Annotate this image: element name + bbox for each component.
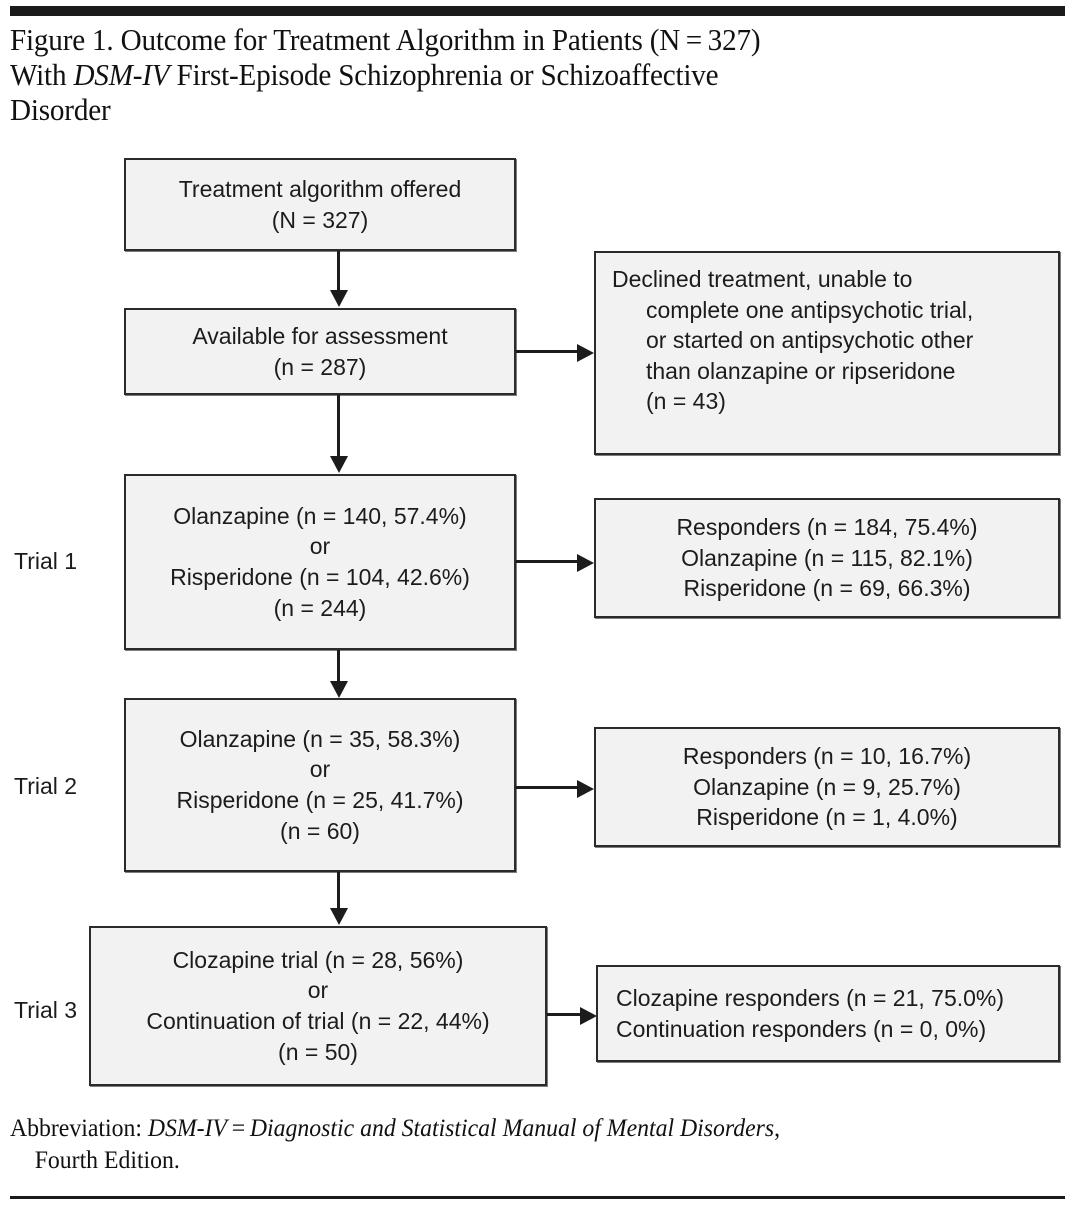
node-trial3-line-2: or [307,977,329,1004]
footnote-abbrev-term: DSM-IV [147,1115,228,1142]
bottom-divider-rule [10,1196,1065,1199]
node-declined-line-3: or started on antipsychotic other [646,327,974,354]
footnote-abbrev-equals: = [227,1115,250,1142]
connector-trial2-to-responders-line [516,786,578,789]
node-available-line-1: Available for assessment [192,322,448,349]
node-trial1-responders-line-2: Olanzapine (n = 115, 82.1%) [681,544,973,571]
connector-trial1-to-responders-arrowhead [577,554,594,572]
connector-available-to-trial1-line [337,395,340,457]
node-trial1-responders-line-1: Responders (n = 184, 75.4%) [676,514,978,541]
node-trial2-line-1: Olanzapine (n = 35, 58.3%) [179,725,461,752]
connector-trial2-to-responders-arrowhead [577,780,594,798]
node-trial2-responders-line-2: Olanzapine (n = 9, 25.7%) [693,773,961,800]
node-trial3-line-3: Continuation of trial (n = 22, 44%) [146,1008,490,1034]
figure-title-line-2-prefix: With [10,57,74,93]
node-trial1-line-2: or [309,533,331,560]
node-offered-line-2: (N = 327) [271,206,369,233]
node-trial3-treatment: Clozapine trial (n = 28, 56%) or Continu… [89,926,547,1086]
node-trial2-responders-line-1: Responders (n = 10, 16.7%) [682,743,972,770]
figure-title-line-3: Disorder [10,92,111,128]
node-declined-treatment: Declined treatment, unable to complete o… [594,251,1060,455]
node-trial1-responders: Responders (n = 184, 75.4%) Olanzapine (… [594,498,1060,618]
node-trial3-responders-line-2: Continuation responders (n = 0, 0%) [616,1015,987,1042]
top-divider-rule [10,6,1065,16]
node-trial1-line-4: (n = 244) [273,594,367,621]
node-declined-line-5: (n = 43) [646,388,726,415]
trial-2-label: Trial 2 [14,773,78,799]
node-trial1-treatment: Olanzapine (n = 140, 57.4%) or Risperido… [124,474,516,650]
node-trial3-line-4: (n = 50) [278,1038,358,1065]
node-trial3-responders-line-1: Clozapine responders (n = 21, 75.0%) [616,984,1005,1011]
node-trial2-line-3: Risperidone (n = 25, 41.7%) [176,787,464,813]
node-trial1-line-1: Olanzapine (n = 140, 57.4%) [173,502,467,529]
figure-title-line-2-suffix: First-Episode Schizophrenia or Schizoaff… [169,57,719,93]
node-declined-line-4: than olanzapine or ripseridone [646,357,956,384]
footnote-abbrev-prefix: Abbreviation: [10,1115,148,1142]
node-available-for-assessment: Available for assessment (n = 287) [124,308,516,395]
trial-1-label: Trial 1 [14,548,78,574]
node-declined-line-1: Declined treatment, unable to [612,266,913,292]
footnote-abbrev-tail: , [774,1115,781,1142]
figure-title: Figure 1. Outcome for Treatment Algorith… [10,22,997,127]
node-trial2-treatment: Olanzapine (n = 35, 58.3%) or Risperidon… [124,698,516,872]
figure-title-line-1: Figure 1. Outcome for Treatment Algorith… [10,22,761,57]
connector-available-to-trial1-arrowhead [330,456,348,473]
footnote-abbrev-expansion: Diagnostic and Statistical Manual of Men… [249,1115,775,1142]
node-available-line-2: (n = 287) [273,353,367,380]
connector-available-to-declined-arrowhead [577,344,594,362]
connector-trial1-to-trial2-arrowhead [330,681,348,698]
node-trial1-responders-line-3: Risperidone (n = 69, 66.3%) [683,575,971,602]
connector-offered-to-available-line [337,251,340,292]
connector-trial3-to-responders-arrowhead [580,1007,597,1025]
connector-trial2-to-trial3-line [337,872,340,909]
connector-trial1-to-responders-line [516,560,578,563]
node-offered-line-1: Treatment algorithm offered [178,175,462,202]
connector-trial2-to-trial3-arrowhead [330,908,348,925]
footnote-continuation: Fourth Edition. [34,1146,180,1174]
figure-title-dsm-em: DSM-IV [73,57,170,93]
connector-offered-to-available-arrowhead [330,290,348,307]
node-trial2-responders: Responders (n = 10, 16.7%) Olanzapine (n… [594,727,1060,847]
figure-footnote: Abbreviation: DSM-IV = Diagnostic and St… [10,1113,1012,1176]
connector-available-to-declined-line [516,350,578,353]
trial-3-label: Trial 3 [14,997,78,1023]
node-trial2-responders-line-3: Risperidone (n = 1, 4.0%) [696,804,958,831]
node-trial1-line-3: Risperidone (n = 104, 42.6%) [170,564,470,590]
node-trial3-responders: Clozapine responders (n = 21, 75.0%) Con… [596,965,1060,1062]
node-treatment-algorithm-offered: Treatment algorithm offered (N = 327) [124,158,516,251]
node-trial2-line-4: (n = 60) [280,817,360,844]
node-declined-line-2: complete one antipsychotic trial, [646,296,974,323]
node-trial3-line-1: Clozapine trial (n = 28, 56%) [172,946,464,973]
connector-trial1-to-trial2-line [337,650,340,682]
node-trial2-line-2: or [309,756,331,783]
connector-trial3-to-responders-line [547,1013,582,1016]
